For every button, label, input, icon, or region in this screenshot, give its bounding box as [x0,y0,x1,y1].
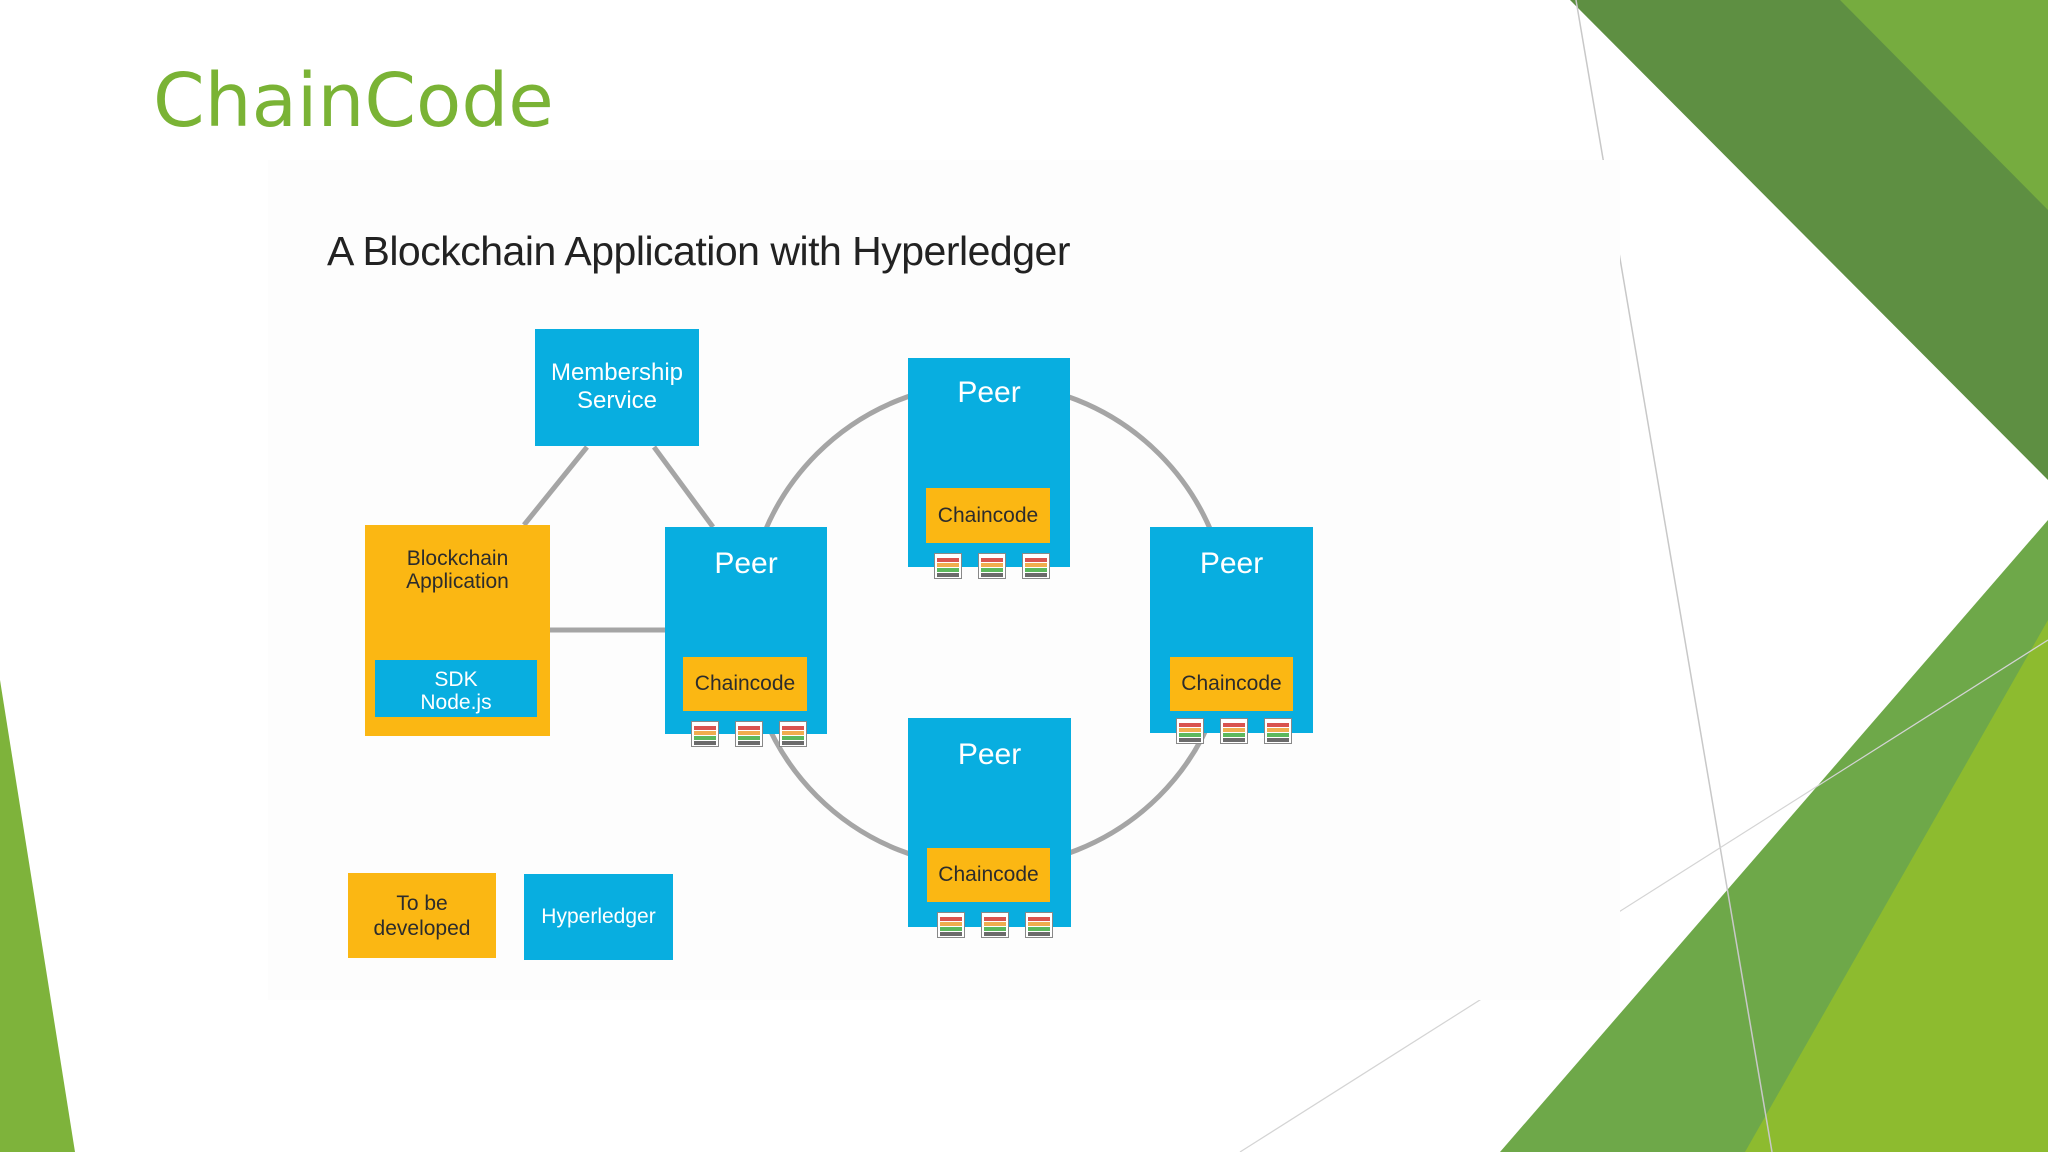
peer-label: Peer [1199,547,1264,580]
ledger-block-icon [1022,553,1050,579]
top-right-dark-band [1570,0,2048,480]
ledger-block-icon [981,912,1009,938]
peer-top: Peer Chaincode [908,358,1070,567]
legend-to-be-developed-label: To be developed [373,892,471,940]
ledger-block-icon [691,721,719,747]
peer-bottom: Peer Chaincode [908,718,1071,927]
connector-membership-app [522,445,589,527]
bottom-right-band-light [1745,620,2048,1152]
sdk-nodejs-label: SDK Node.js [420,668,492,714]
ledger-block-icon [1176,718,1204,744]
ledger-block-icon [735,721,763,747]
ledger-block-icon [1025,912,1053,938]
sdk-nodejs-box: SDK Node.js [375,660,537,717]
ledger-block-icon [1264,718,1292,744]
membership-service-box: Membership Service [535,329,699,446]
ledger-blocks [937,912,1057,938]
blockchain-application-label: Blockchain Application [406,547,509,593]
peer-right: Peer Chaincode [1150,527,1313,733]
chaincode-box: Chaincode [926,488,1050,543]
ledger-block-icon [937,912,965,938]
membership-service-label: Membership Service [550,359,684,414]
diagram-title: A Blockchain Application with Hyperledge… [327,228,1071,274]
legend-to-be-developed: To be developed [348,873,496,958]
ledger-block-icon [978,553,1006,579]
chaincode-box: Chaincode [1170,657,1293,711]
ledger-blocks [1176,718,1296,744]
connector-membership-peer [651,445,716,529]
chaincode-box: Chaincode [927,848,1050,902]
thin-line-2 [1239,639,2048,1152]
blockchain-application-box: Blockchain Application SDK Node.js [365,525,550,736]
ledger-block-icon [1220,718,1248,744]
left-green-triangle [0,680,75,1152]
peer-label: Peer [714,547,778,580]
top-right-light-band [1840,0,2048,210]
peer-label: Peer [957,376,1021,409]
peer-left: Peer Chaincode [665,527,827,734]
slide-title: ChainCode [153,58,554,144]
peer-label: Peer [957,738,1022,771]
chaincode-box: Chaincode [683,657,807,711]
ledger-blocks [691,721,811,747]
ledger-block-icon [934,553,962,579]
legend-hyperledger: Hyperledger [524,874,673,960]
legend-hyperledger-label: Hyperledger [541,905,656,928]
ledger-blocks [934,553,1054,579]
ledger-block-icon [779,721,807,747]
